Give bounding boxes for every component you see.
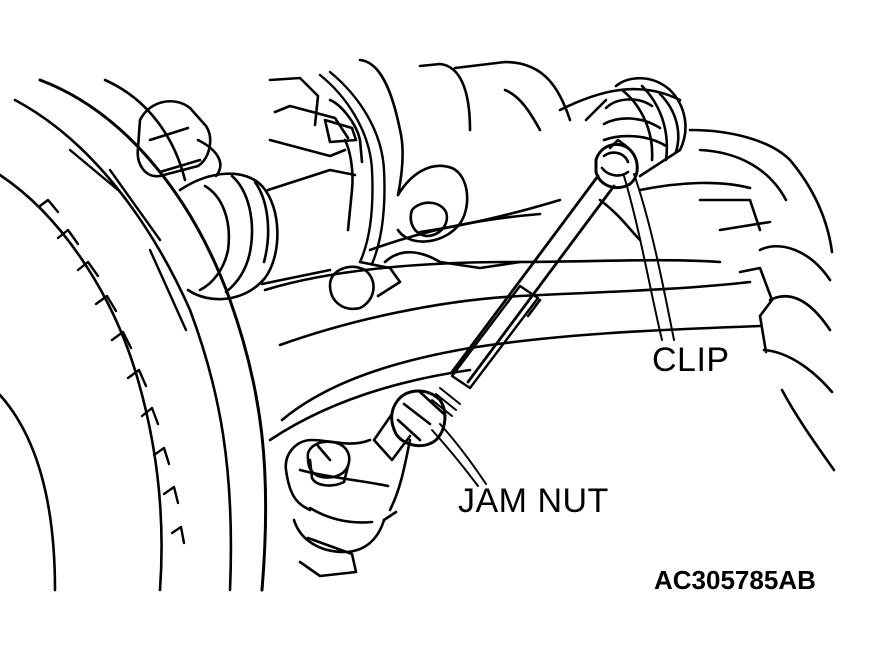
- rack-boot: [584, 76, 687, 178]
- clip-leader-line-2: [633, 173, 675, 341]
- axle-nut: [136, 100, 222, 178]
- tire-tread: [38, 148, 188, 545]
- tire: [0, 78, 268, 592]
- cv-boot: [178, 168, 357, 301]
- clip-leader-line: [623, 175, 663, 341]
- jam-nut: [390, 389, 447, 448]
- jam-nut-leader-line: [431, 429, 479, 487]
- tie-rod: [431, 174, 616, 417]
- clip-label: CLIP: [652, 341, 730, 379]
- boot-clip: [594, 138, 639, 189]
- figure-code: AC305785AB: [654, 565, 816, 595]
- jam-nut-leader-line-2: [439, 423, 487, 485]
- steering-knuckle: [268, 58, 572, 311]
- lower-arm: [263, 87, 836, 472]
- jam-nut-label: JAM NUT: [458, 482, 609, 520]
- leader-lines: [431, 173, 675, 487]
- tie-rod-end: [284, 412, 412, 578]
